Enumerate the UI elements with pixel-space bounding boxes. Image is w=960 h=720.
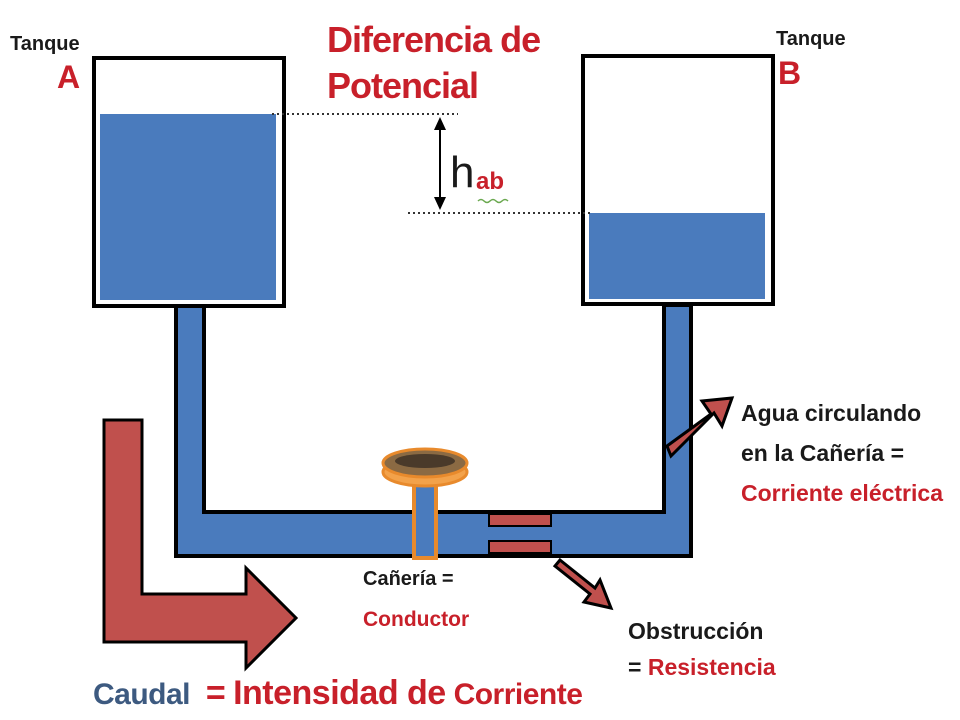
tank-b-letter: B (778, 55, 802, 91)
caption-equals: = (205, 674, 226, 712)
resistance-note-line1: Obstrucción (628, 618, 764, 644)
caption-corriente: Corriente (453, 678, 583, 711)
flow-arrow-large (102, 418, 299, 672)
resistance-note-line2: = Resistencia (628, 656, 776, 679)
spell-squiggle (477, 198, 509, 204)
bottom-caption: Caudal = Intensidad de Corriente (93, 674, 583, 712)
current-note-line1: Agua circulando (741, 400, 922, 426)
height-subscript: ab (476, 168, 505, 195)
tank-b-water (589, 213, 765, 299)
conductor-note-line1: Cañería = (363, 568, 454, 590)
tank-a (92, 56, 286, 308)
tank-a-water (100, 114, 276, 300)
tank-a-word: Tanque (10, 33, 80, 55)
tank-a-letter: A (57, 59, 81, 95)
caption-caudal: Caudal (93, 678, 191, 711)
current-arrow (665, 396, 735, 459)
current-note-line3: Corriente eléctrica (741, 480, 943, 506)
potential-title-line2: Potencial (327, 65, 479, 106)
height-symbol: h (450, 148, 475, 197)
valve (381, 447, 469, 560)
caption-intensidad: Intensidad de (233, 674, 446, 712)
height-arrow (434, 117, 446, 210)
resistance-word: Resistencia (647, 654, 776, 680)
tank-b-word: Tanque (776, 28, 846, 50)
conductor-note-line2: Conductor (363, 608, 470, 631)
tank-b (581, 54, 775, 306)
resistance-arrow (552, 557, 614, 611)
resistance-equals: = (628, 654, 648, 680)
obstruction (488, 513, 552, 554)
current-note-line2: en la Cañería = (741, 440, 904, 466)
potential-title-line1: Diferencia de (327, 19, 541, 60)
